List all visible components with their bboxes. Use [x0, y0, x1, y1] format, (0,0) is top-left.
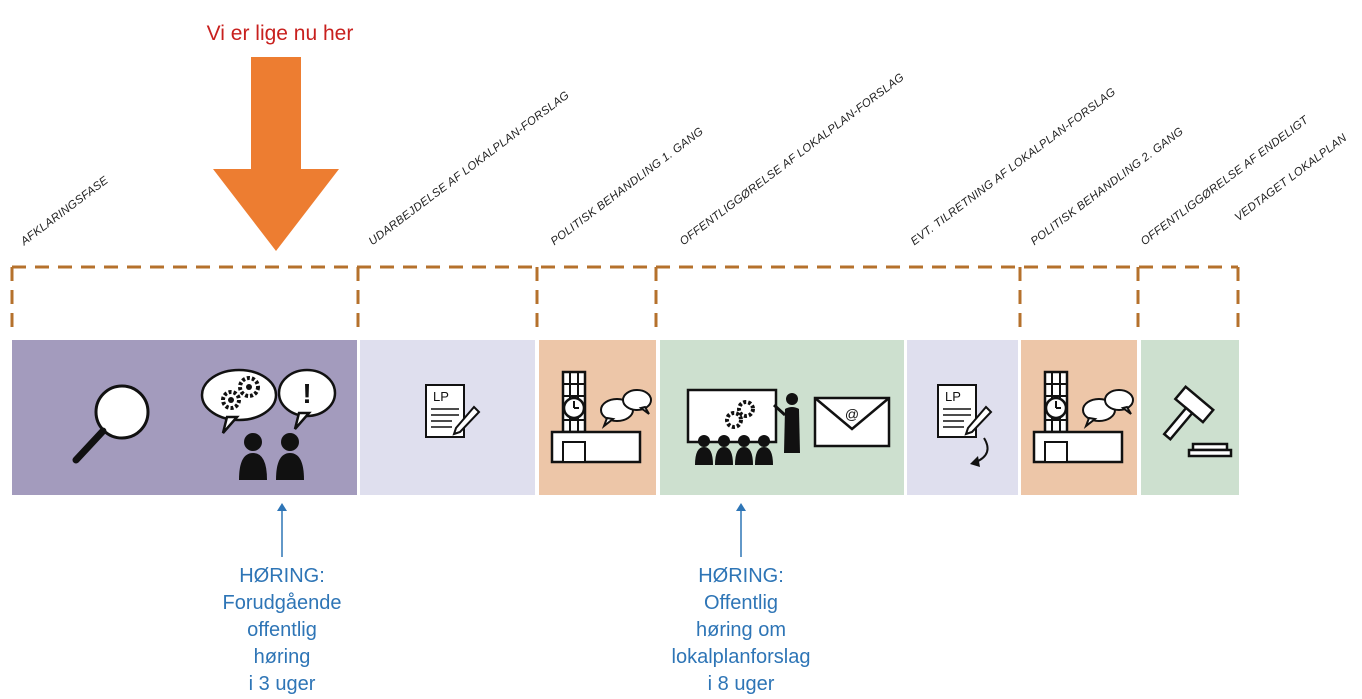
lp-text: LP: [433, 389, 449, 404]
current-position-label: Vi er lige nu her: [206, 22, 354, 45]
discussion-people-icon: !: [200, 368, 337, 480]
presentation-icon: [686, 388, 800, 465]
current-position-arrow: [213, 57, 339, 251]
hearing-line: HØRING:: [239, 565, 325, 587]
hearing-arrow-offentlig: [736, 503, 746, 557]
phase-block-tilretning: LP: [907, 340, 1018, 495]
hearing-line: i 8 uger: [707, 673, 775, 695]
magnifier-icon: [72, 384, 150, 464]
hearing-line: offentlig: [247, 619, 317, 641]
at-glyph: @: [845, 406, 859, 422]
phase-label-udarbejdelse: UDARBEJDELSE AF LOKALPLAN-FORSLAG: [366, 89, 572, 248]
phase-block-politisk-1: [539, 340, 656, 495]
phase-label-afklaringsfase: AFKLARINGSFASE: [18, 174, 111, 248]
document-revision-icon: LP: [937, 384, 993, 467]
email-envelope-icon: @: [813, 396, 891, 448]
document-lp-icon: LP: [425, 384, 481, 438]
phase-block-politisk-2: [1021, 340, 1137, 495]
phase-label-politisk-1: POLITISK BEHANDLING 1. GANG: [548, 125, 706, 248]
hearing-line: høring om: [695, 619, 787, 641]
hearing-note-forudgaaende: HØRING: Forudgående offentlig høring i 3…: [182, 563, 382, 698]
phase-block-offentliggoerelse: @: [660, 340, 904, 495]
lp-text: LP: [945, 389, 961, 404]
exclamation-glyph: !: [302, 378, 311, 409]
hearing-line: Forudgående: [222, 592, 342, 614]
phase-block-udarbejdelse: LP: [360, 340, 535, 495]
phase-label-tilretning: EVT. TILRETNING AF LOKALPLAN-FORSLAG: [908, 86, 1119, 249]
hearing-line: Offentlig: [703, 592, 779, 614]
hearing-line: høring: [253, 646, 311, 668]
phase-brackets: [10, 265, 1240, 335]
phase-block-afklaringsfase: !: [12, 340, 357, 495]
gavel-icon: [1162, 385, 1233, 458]
city-hall-icon: [1032, 370, 1134, 464]
city-hall-icon: [550, 370, 652, 464]
hearing-note-offentlig: HØRING: Offentlig høring om lokalplanfor…: [631, 563, 851, 698]
hearing-line: i 3 uger: [248, 673, 316, 695]
hearing-line: lokalplanforslag: [671, 646, 811, 668]
phase-label-offentliggoerelse: OFFENTLIGGØRELSE AF LOKALPLAN-FORSLAG: [677, 71, 907, 248]
hearing-line: HØRING:: [698, 565, 784, 587]
phase-label-endelig-line2: VEDTAGET LOKALPLAN: [1232, 132, 1350, 224]
hearing-arrow-forudgaaende: [277, 503, 287, 557]
phase-block-endelig-vedtaget: [1141, 340, 1239, 495]
